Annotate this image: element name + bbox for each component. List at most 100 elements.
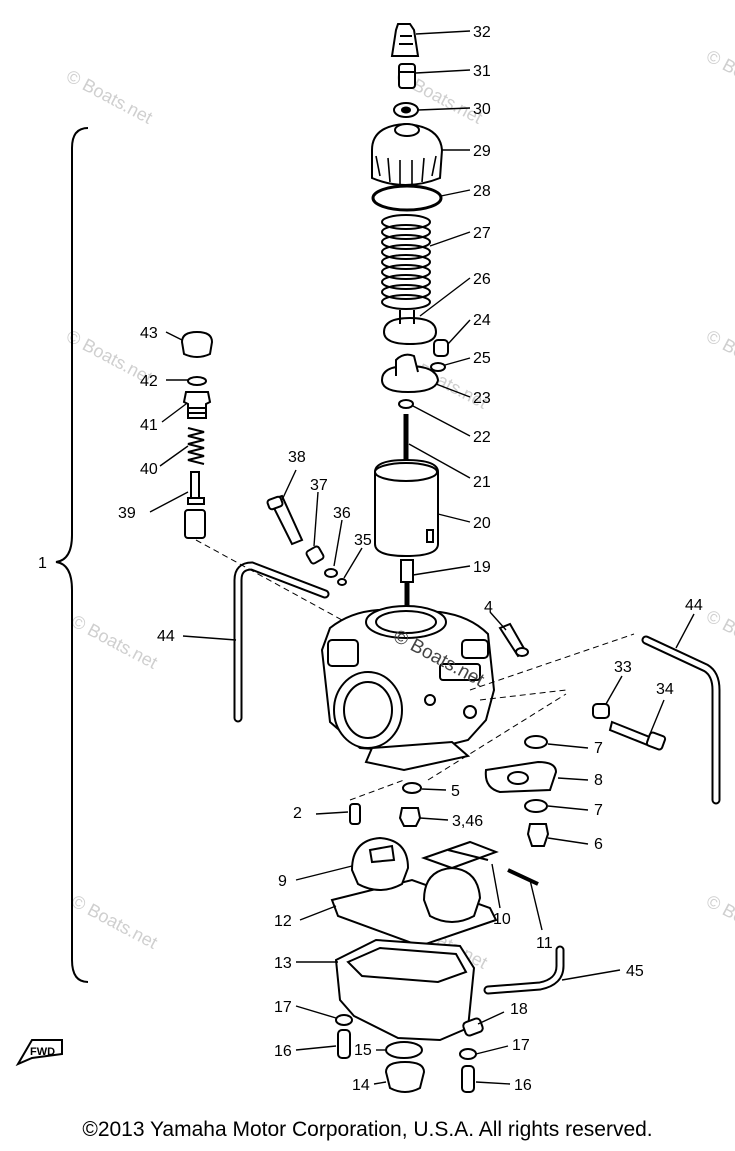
callout-44-right: 44 — [685, 597, 703, 614]
callout-10: 10 — [493, 911, 511, 928]
fwd-label: FWD — [30, 1046, 55, 1058]
callout-7-upper: 7 — [594, 740, 603, 757]
watermark: © Boats.net — [703, 606, 735, 668]
callout-12: 12 — [274, 913, 292, 930]
carburetor-body — [320, 605, 496, 772]
callout-2: 2 — [293, 805, 302, 822]
callout-13: 13 — [274, 955, 292, 972]
part-27-spring — [381, 214, 431, 310]
part-9-float — [350, 836, 410, 891]
part-26-plate — [382, 316, 438, 346]
callout-5: 5 — [451, 783, 460, 800]
callout-28: 28 — [473, 183, 491, 200]
callout-27: 27 — [473, 225, 491, 242]
callout-41: 41 — [140, 417, 158, 434]
part-20-throttle-valve — [374, 458, 439, 558]
callout-25: 25 — [473, 350, 491, 367]
part-19-needle-jet — [400, 559, 414, 583]
callout-3-46: 3,46 — [452, 813, 483, 830]
part-7-washer-upper — [524, 735, 548, 749]
top-stack — [371, 23, 449, 610]
part-38-air-screw — [266, 494, 304, 546]
callout-16-left: 16 — [274, 1043, 292, 1060]
part-36-washer — [324, 568, 338, 578]
callout-11: 11 — [536, 935, 553, 952]
watermark: © Boats.net — [68, 611, 161, 673]
part-16-screw-right — [461, 1065, 475, 1093]
callout-33: 33 — [614, 659, 632, 676]
part-15-o-ring — [385, 1041, 423, 1059]
left-group — [180, 330, 347, 586]
callout-39: 39 — [118, 505, 136, 522]
right-parts — [349, 703, 667, 847]
part-3-main-jet — [398, 807, 422, 827]
part-22-clip — [398, 399, 414, 409]
callout-34: 34 — [656, 681, 674, 698]
part-33-nut — [592, 703, 610, 719]
part-17-washer-right — [459, 1048, 477, 1060]
part-32-cap — [390, 23, 420, 57]
part-24-screw — [433, 339, 449, 357]
watermark: © Boats.net — [703, 891, 735, 953]
part-14-drain-plug — [384, 1060, 426, 1093]
float-group — [330, 836, 539, 1093]
part-18-clip — [462, 1017, 484, 1037]
callout-38: 38 — [288, 449, 306, 466]
callout-45: 45 — [626, 963, 644, 980]
callout-22: 22 — [473, 429, 491, 446]
callout-36: 36 — [333, 505, 351, 522]
callout-21: 21 — [473, 474, 491, 491]
part-4-screw — [498, 622, 529, 658]
part-37-spring — [305, 545, 325, 565]
callout-14: 14 — [352, 1077, 370, 1094]
part-11-pin — [507, 868, 539, 886]
callout-43: 43 — [140, 325, 158, 342]
watermark: © Boats.net — [703, 46, 735, 108]
callout-44-left: 44 — [157, 628, 175, 645]
callout-1: 1 — [38, 555, 47, 572]
callout-26: 26 — [473, 271, 491, 288]
assembly-bracket — [55, 127, 89, 983]
callout-24: 24 — [473, 312, 491, 329]
callout-40: 40 — [140, 461, 158, 478]
part-16-screw — [337, 1029, 351, 1059]
part-7-washer-lower — [524, 799, 548, 813]
callout-42: 42 — [140, 373, 158, 390]
callout-35: 35 — [354, 532, 372, 549]
part-41-plug — [182, 391, 212, 419]
watermark: © Boats.net — [63, 66, 156, 128]
callout-6: 6 — [594, 836, 603, 853]
part-31-adjuster — [398, 63, 416, 89]
part-42-o-ring — [187, 376, 207, 386]
part-35-o-ring — [337, 578, 347, 586]
part-5-washer — [402, 782, 422, 794]
fwd-arrow-icon: FWD — [15, 1039, 63, 1067]
part-43-cap — [180, 330, 214, 358]
callout-23: 23 — [473, 390, 491, 407]
part-2-pilot-jet — [349, 803, 361, 825]
part-28-gasket — [371, 184, 443, 212]
copyright-notice: ©2013 Yamaha Motor Corporation, U.S.A. A… — [82, 1118, 653, 1141]
callout-15: 15 — [354, 1042, 372, 1059]
callout-31: 31 — [473, 63, 491, 80]
callout-labels: 32 31 30 29 28 27 26 24 25 23 22 21 20 1… — [118, 24, 703, 1094]
part-10-float-arm — [420, 840, 499, 870]
callout-19: 19 — [473, 559, 491, 576]
callout-18: 18 — [510, 1001, 528, 1018]
watermark: © Boats.net — [703, 326, 735, 388]
callout-9: 9 — [278, 873, 287, 890]
callout-8: 8 — [594, 772, 603, 789]
callout-7-lower: 7 — [594, 802, 603, 819]
callout-37: 37 — [310, 477, 328, 494]
callout-4: 4 — [484, 599, 493, 616]
part-13-float-bowl — [334, 938, 476, 1042]
alignment-lines — [195, 539, 635, 801]
callout-20: 20 — [473, 515, 491, 532]
watermark: © Boats.net — [68, 891, 161, 953]
leader-lines — [149, 30, 695, 1085]
part-25-washer — [430, 362, 446, 372]
callout-30: 30 — [473, 101, 491, 118]
part-39-plunger — [190, 471, 200, 499]
callout-16-right: 16 — [514, 1077, 532, 1094]
